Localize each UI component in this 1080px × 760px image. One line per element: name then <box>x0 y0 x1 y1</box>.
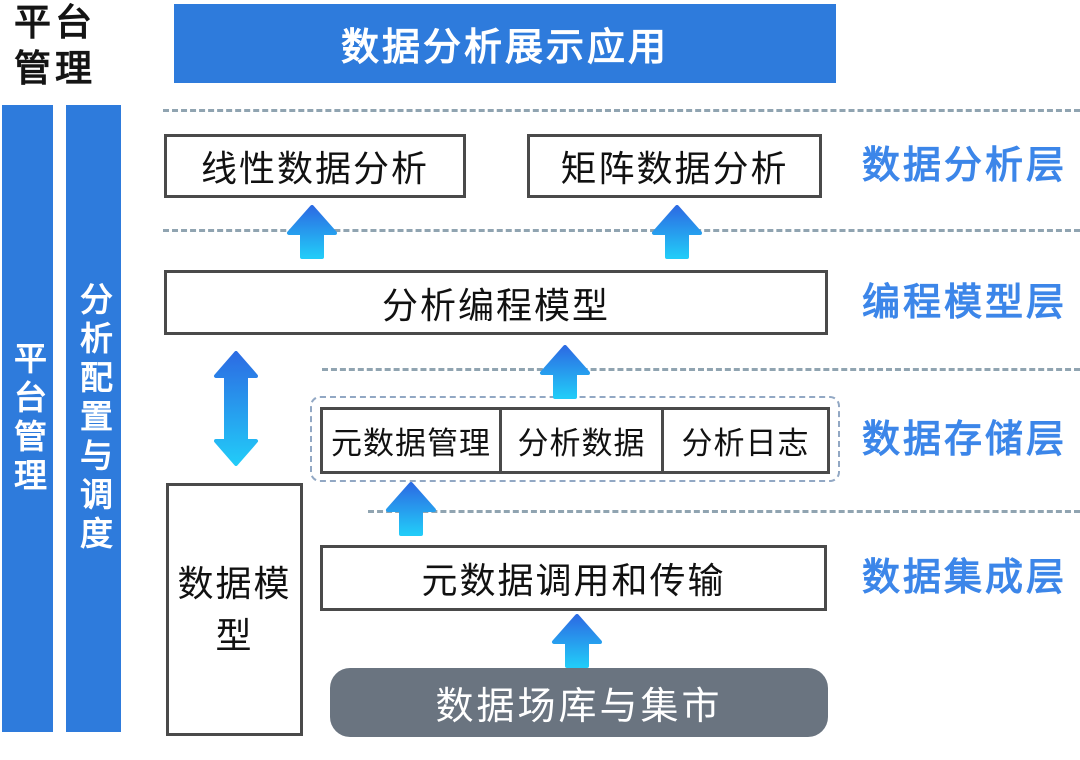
layer-separator-1 <box>163 109 1080 112</box>
layer-label-storage: 数据存储层 <box>862 419 1068 461</box>
app-banner: 数据分析展示应用 <box>174 4 836 83</box>
storage-cell-metadata: 元数据管理 <box>331 426 491 461</box>
storage-cell-analysis-log: 分析日志 <box>661 410 827 471</box>
storage-cell-analysis-data: 分析数据 <box>499 410 661 471</box>
sidebar-platform-management: 平台管理 <box>2 105 53 732</box>
layer-label-integration: 数据集成层 <box>862 557 1068 599</box>
up-arrow-icon <box>287 205 337 259</box>
layer-separator-4 <box>368 510 1080 513</box>
corner-label: 平台管理 <box>14 2 96 89</box>
matrix-analysis-box: 矩阵数据分析 <box>527 134 822 198</box>
up-arrow-icon <box>652 205 702 259</box>
double-arrow-icon <box>214 351 258 466</box>
storage-table: 元数据管理 分析数据 分析日志 <box>320 407 830 474</box>
banner-title: 数据分析展示应用 <box>340 27 669 69</box>
up-arrow-icon <box>552 614 602 668</box>
data-model-box: 数据模型 <box>166 483 303 736</box>
layer-separator-3 <box>322 368 1080 371</box>
layer-separator-2 <box>163 229 1080 232</box>
metadata-transfer-box: 元数据调用和传输 <box>320 545 827 611</box>
up-arrow-icon <box>540 345 590 399</box>
up-arrow-icon <box>386 482 436 536</box>
layer-label-analysis: 数据分析层 <box>862 145 1068 187</box>
programming-model-box: 分析编程模型 <box>164 270 828 335</box>
sidebar-analysis-config: 分析配置与调度 <box>66 105 121 732</box>
data-warehouse-box: 数据场库与集市 <box>330 668 828 737</box>
linear-analysis-box: 线性数据分析 <box>164 134 466 198</box>
layer-label-programming: 编程模型层 <box>862 282 1068 324</box>
